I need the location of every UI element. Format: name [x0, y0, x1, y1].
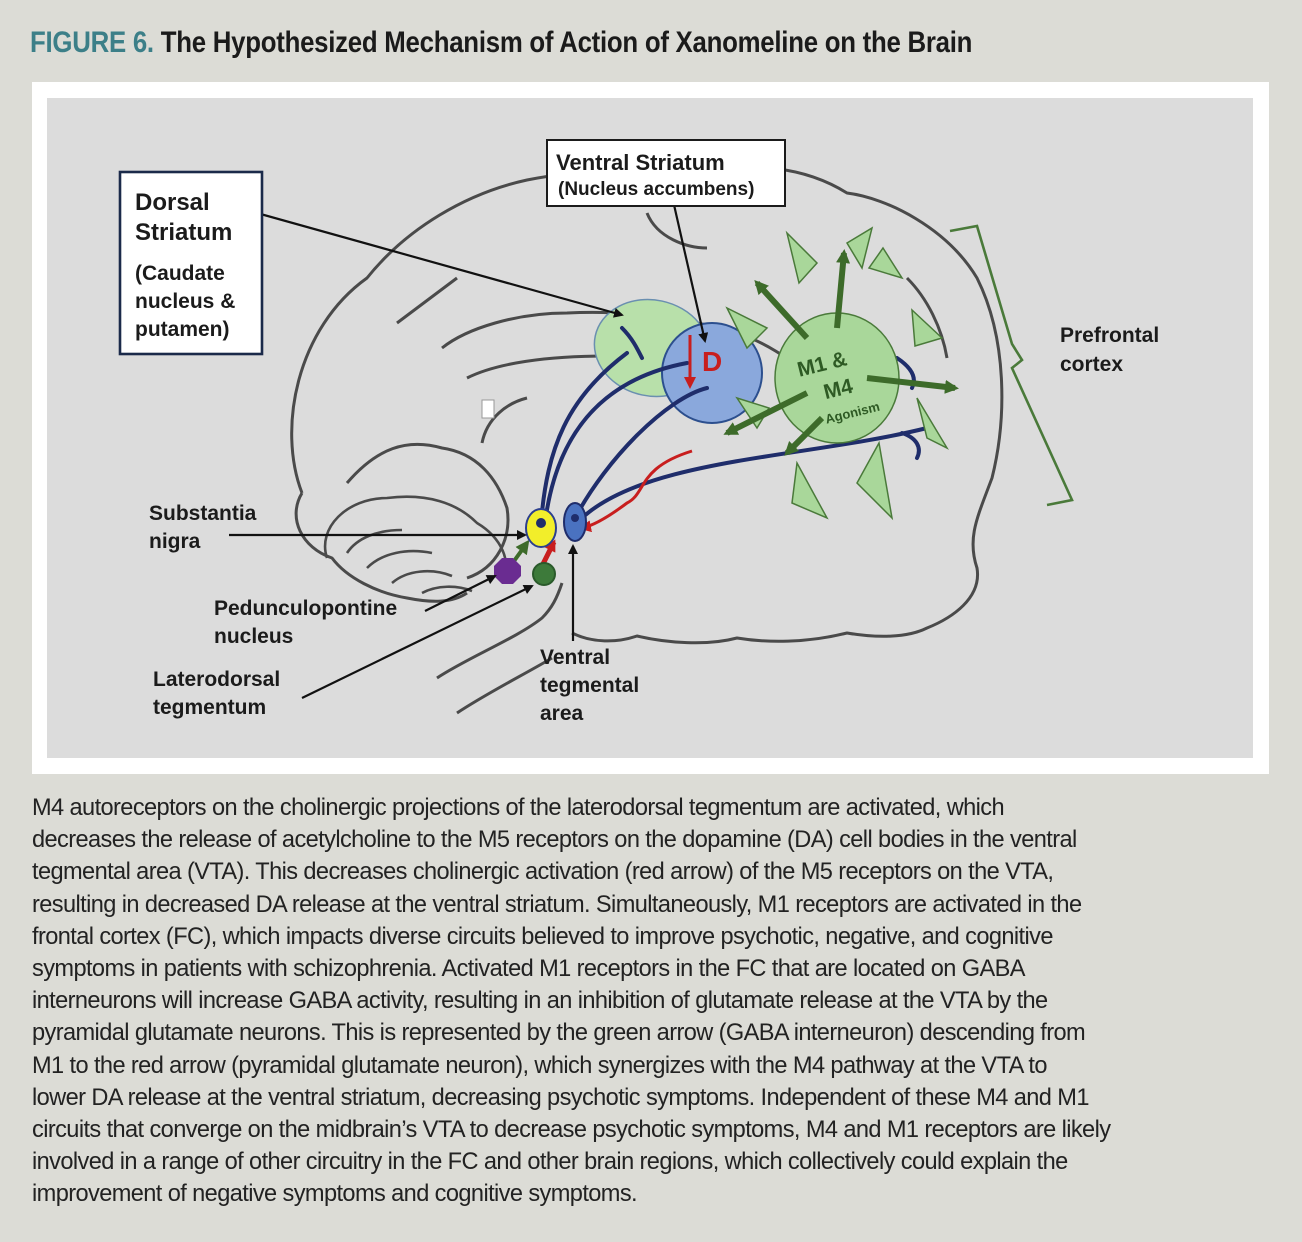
dorsal-sub3: putamen): [135, 318, 230, 341]
label-pointers: [229, 195, 709, 699]
m1-m4-agonism-star: [725, 226, 949, 521]
caption-line: M4 autoreceptors on the cholinergic proj…: [32, 795, 1005, 821]
figure-caption: M4 autoreceptors on the cholinergic proj…: [32, 792, 1277, 1211]
vta-line3: area: [540, 702, 584, 725]
caption-line: symptoms in patients with schizophrenia.…: [32, 956, 1026, 983]
brain-outline: [290, 165, 1004, 715]
caption-line: frontal cortex (FC), which impacts diver…: [32, 923, 1053, 950]
caption-line: improvement of negative symptoms and cog…: [32, 1181, 638, 1208]
ventral-line2: (Nucleus accumbens): [558, 179, 754, 200]
ldt-line2: tegmentum: [153, 696, 266, 719]
dorsal-line1: Dorsal: [135, 189, 210, 216]
brain-diagram: Dorsal Striatum (Caudate nucleus & putam…: [47, 98, 1253, 758]
caption-line: tegmental area (VTA). This decreases cho…: [32, 859, 1054, 886]
ppn-line2: nucleus: [214, 625, 293, 648]
ventral-striatum-box: [546, 139, 786, 207]
prefrontal-bracket: [949, 224, 1074, 507]
dopamine-pathways: [539, 326, 929, 525]
caption-line: circuits that converge on the midbrain’s…: [32, 1117, 1111, 1144]
caption-line: involved in a range of other circuitry i…: [32, 1149, 1068, 1176]
figure-title: FIGURE 6. The Hypothesized Mechanism of …: [30, 26, 1105, 60]
diagram-labels: Dorsal Striatum (Caudate nucleus & putam…: [135, 150, 1159, 725]
green-arrows: [723, 249, 959, 456]
dopamine-symbol: D: [702, 346, 722, 377]
pedunculopontine-shape: [494, 558, 521, 584]
prefrontal-line1: Prefrontal: [1060, 324, 1159, 347]
ventral-line1: Ventral Striatum: [556, 150, 725, 175]
vta-line2: tegmental: [540, 674, 639, 697]
prefrontal-line2: cortex: [1060, 353, 1123, 376]
substantia-line2: nigra: [149, 530, 201, 553]
figure-panel: Dorsal Striatum (Caudate nucleus & putam…: [32, 82, 1269, 774]
caption-line: M1 to the red arrow (pyramidal glutamate…: [32, 1052, 1048, 1079]
caption-line: resulting in decreased DA release at the…: [32, 891, 1082, 918]
brain-diagram-svg: Dorsal Striatum (Caudate nucleus & putam…: [118, 139, 1159, 725]
dorsal-striatum-box: [118, 170, 264, 356]
ppn-line1: Pedunculopontine: [214, 597, 397, 620]
caption-line: interneurons will increase GABA activity…: [32, 988, 1048, 1015]
laterodorsal-shape: [532, 562, 556, 586]
cerebellum: [323, 495, 508, 595]
substantia-line1: Substantia: [149, 502, 257, 525]
ldt-line1: Laterodorsal: [153, 668, 280, 691]
figure-label: FIGURE 6.: [30, 26, 154, 59]
figure-title-text: The Hypothesized Mechanism of Action of …: [160, 26, 973, 59]
vta-line1: Ventral: [540, 646, 610, 669]
dorsal-line2: Striatum: [135, 219, 232, 246]
dorsal-sub2: nucleus &: [135, 290, 235, 313]
caption-line: decreases the release of acetylcholine t…: [32, 827, 1077, 854]
marker-square: [481, 399, 495, 419]
dorsal-sub1: (Caudate: [135, 262, 225, 285]
glutamate-red-arrow: [579, 449, 693, 533]
caption-line: pyramidal glutamate neurons. This is rep…: [32, 1020, 1086, 1047]
caption-line: lower DA release at the ventral striatum…: [32, 1084, 1089, 1111]
